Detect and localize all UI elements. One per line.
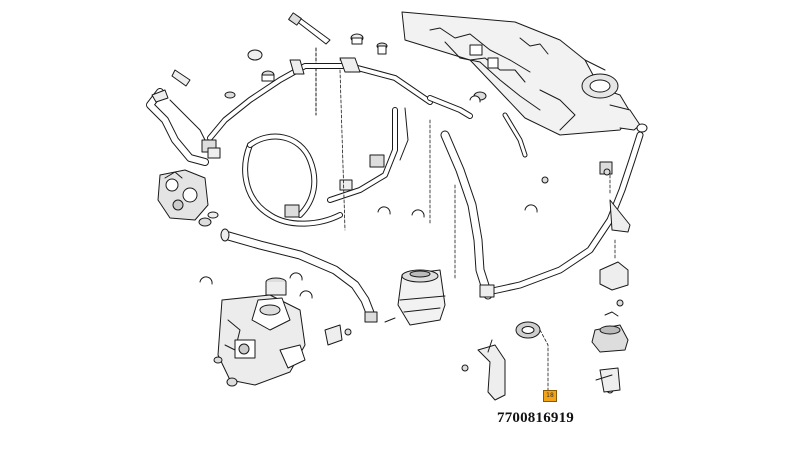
part-number: 7700816919 (497, 410, 574, 426)
steering-rack (401, 11, 648, 136)
small-bracket (324, 324, 343, 346)
seal-ring (515, 321, 541, 339)
bolts (271, 168, 624, 394)
hose-clamps (199, 95, 538, 299)
valve-body (213, 277, 306, 387)
leader-lines (339, 69, 616, 391)
callout-label: 18 (543, 390, 557, 402)
power-steering-pump (157, 169, 219, 227)
fluid-reservoir (384, 269, 446, 326)
engine-mount (591, 261, 629, 393)
return-hose-left (146, 88, 221, 166)
lower-hose (220, 228, 378, 323)
fittings-top (171, 33, 388, 99)
long-bolt (288, 12, 343, 116)
mounting-bracket (477, 339, 506, 401)
cooler-line (242, 107, 409, 227)
pressure-hose (207, 57, 487, 141)
right-hose (440, 112, 644, 300)
